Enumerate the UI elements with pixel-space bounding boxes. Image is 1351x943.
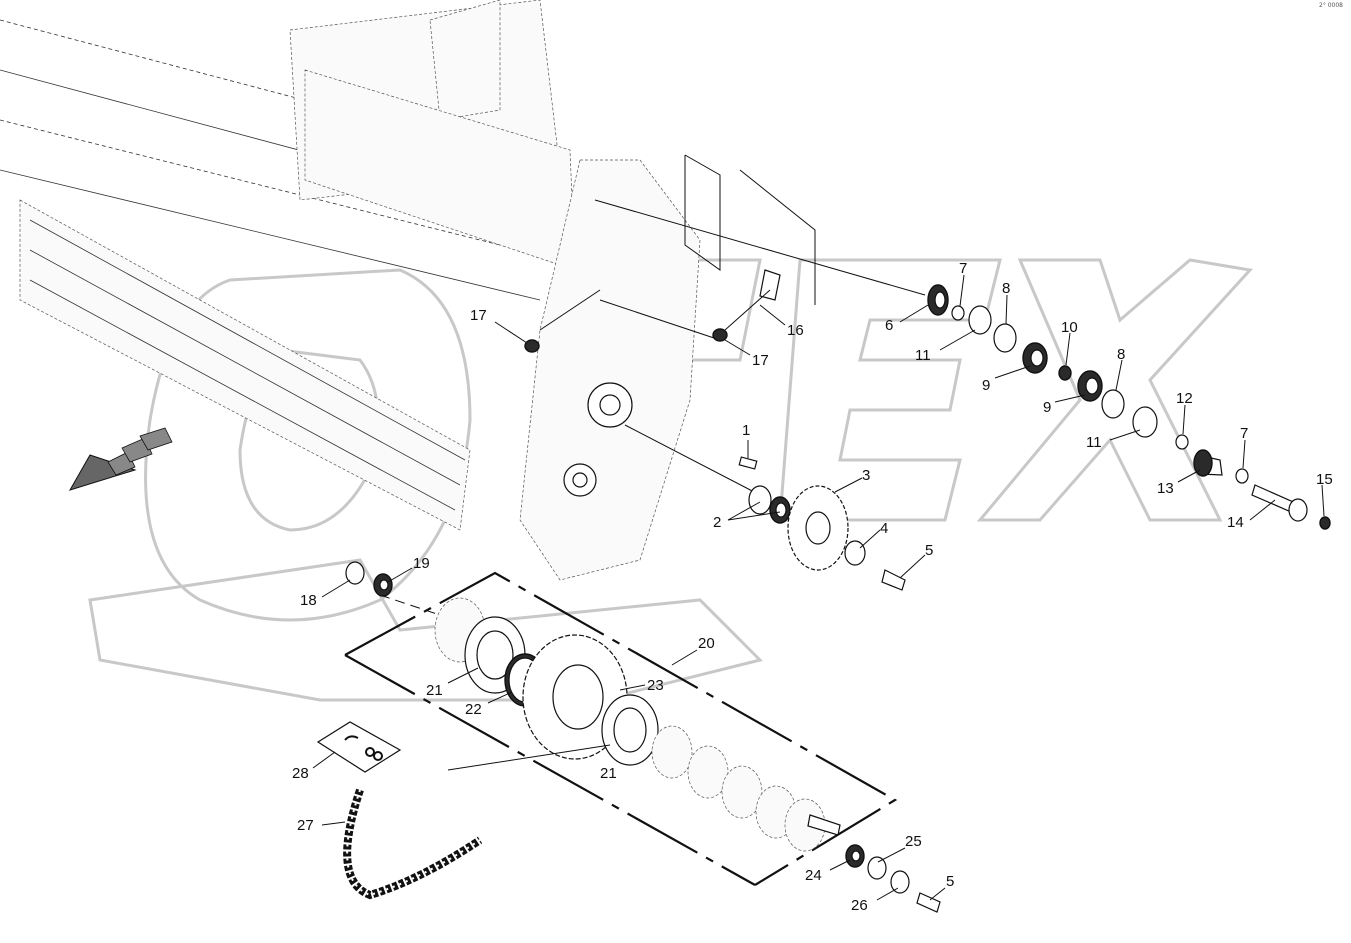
connecting-link-kit bbox=[316, 721, 402, 773]
callout-9-right: 9 bbox=[1043, 399, 1051, 416]
callout-11-right: 11 bbox=[1086, 434, 1102, 451]
callout-10: 10 bbox=[1061, 319, 1078, 336]
assembly-lines bbox=[379, 154, 926, 616]
direction-arrow-icon bbox=[68, 427, 173, 491]
callout-labels: 1 2 3 4 5 5 6 7 7 8 8 9 9 10 11 11 12 13… bbox=[292, 260, 1333, 914]
callout-25: 25 bbox=[905, 833, 922, 850]
callout-2: 2 bbox=[713, 514, 721, 531]
callout-21-upper: 21 bbox=[426, 682, 443, 699]
lower-left-washers bbox=[345, 561, 393, 597]
callout-9-left: 9 bbox=[982, 377, 990, 394]
conveyor-belt bbox=[19, 199, 471, 531]
callout-24: 24 bbox=[805, 867, 822, 884]
callout-8-left: 8 bbox=[1002, 280, 1010, 297]
callout-8-right: 8 bbox=[1117, 346, 1125, 363]
callout-leaders bbox=[312, 274, 1325, 901]
callout-7-left: 7 bbox=[959, 260, 967, 277]
lower-sprocket-assembly bbox=[434, 597, 941, 913]
callout-15: 15 bbox=[1316, 471, 1333, 488]
callout-23: 23 bbox=[647, 677, 664, 694]
callout-27: 27 bbox=[297, 817, 314, 834]
callout-26: 26 bbox=[851, 897, 868, 914]
callout-4: 4 bbox=[880, 520, 888, 537]
machine-frame bbox=[0, 0, 701, 581]
callout-6: 6 bbox=[885, 317, 893, 334]
callout-22: 22 bbox=[465, 701, 482, 718]
middle-sprocket-assembly bbox=[748, 485, 906, 591]
callout-5-upper: 5 bbox=[925, 542, 933, 559]
callout-17-right: 17 bbox=[752, 352, 769, 369]
callout-3: 3 bbox=[862, 467, 870, 484]
callout-13: 13 bbox=[1157, 480, 1174, 497]
callout-17-left: 17 bbox=[470, 307, 487, 324]
upper-right-assembly bbox=[524, 269, 1331, 530]
callout-7-right: 7 bbox=[1240, 425, 1248, 442]
drawing-code: 2° 0008 bbox=[1319, 2, 1343, 9]
callout-19: 19 bbox=[413, 555, 430, 572]
callout-14: 14 bbox=[1227, 514, 1244, 531]
roller-chain bbox=[343, 788, 483, 900]
callout-12: 12 bbox=[1176, 390, 1193, 407]
assembly-20-boundary bbox=[344, 571, 898, 886]
callout-21-lower: 21 bbox=[600, 765, 617, 782]
callout-11-left: 11 bbox=[915, 347, 931, 364]
callout-5-lower: 5 bbox=[946, 873, 954, 890]
callout-1: 1 bbox=[742, 422, 750, 439]
callout-16: 16 bbox=[787, 322, 804, 339]
callout-18: 18 bbox=[300, 592, 317, 609]
callout-20: 20 bbox=[698, 635, 715, 652]
callout-28: 28 bbox=[292, 765, 309, 782]
